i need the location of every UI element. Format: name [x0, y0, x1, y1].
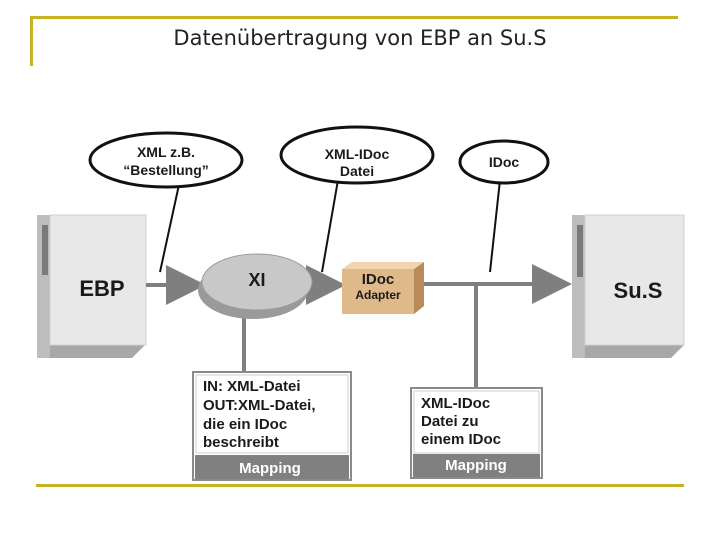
slide-title: Datenübertragung von EBP an Su.S — [173, 26, 547, 50]
bubble-xml-example: XML z.B. “Bestellung” — [88, 131, 244, 273]
ebp-server-slot — [42, 225, 48, 275]
adapter-label-line1: IDoc — [362, 271, 395, 288]
mapping-left-line3: die ein IDoc — [203, 416, 287, 433]
mapping-right-line2: Datei zu — [421, 413, 479, 430]
sus-label: Su.S — [614, 278, 663, 303]
mapping-left-footer-bar — [195, 455, 349, 479]
mapping-box-left: IN: XML-Datei OUT:XML-Datei, die ein IDo… — [192, 371, 352, 481]
mapping-left-line2: OUT:XML-Datei, — [203, 397, 316, 414]
bubble-xml-example-line1: XML z.B. — [137, 144, 195, 160]
ebp-label: EBP — [79, 276, 124, 301]
sus-server-slot — [577, 225, 583, 277]
mapping-right-line1: XML-IDoc — [421, 395, 490, 412]
frame-left-line — [30, 16, 33, 66]
bubble-xml-example-line2: “Bestellung” — [123, 162, 209, 178]
xi-node: XI — [198, 253, 313, 319]
xi-label: XI — [248, 270, 265, 290]
mapping-left-line4: beschreibt — [203, 434, 279, 451]
frame-top-line — [30, 16, 678, 19]
sus-server: Su.S — [572, 214, 685, 358]
frame-bottom-line — [36, 484, 684, 487]
mapping-box-right: XML-IDoc Datei zu einem IDoc Mapping — [410, 387, 543, 479]
mapping-right-line3: einem IDoc — [421, 431, 501, 448]
idoc-adapter-box: IDoc Adapter — [342, 262, 424, 314]
mapping-right-footer: Mapping — [445, 457, 507, 474]
ebp-server: EBP — [37, 214, 147, 358]
mapping-left-line1: IN: XML-Datei — [203, 378, 301, 395]
adapter-label-line2: Adapter — [355, 288, 401, 302]
bubble-xml-idoc-line2: Datei — [340, 163, 374, 179]
mapping-right-footer-bar — [413, 454, 540, 477]
bubble-xml-idoc: XML-IDoc Datei — [279, 125, 435, 273]
mapping-left-footer: Mapping — [239, 460, 301, 477]
bubble-idoc: IDoc — [458, 139, 550, 273]
bubble-idoc-line1: IDoc — [489, 154, 520, 170]
bubble-xml-idoc-line1: XML-IDoc — [325, 146, 390, 162]
